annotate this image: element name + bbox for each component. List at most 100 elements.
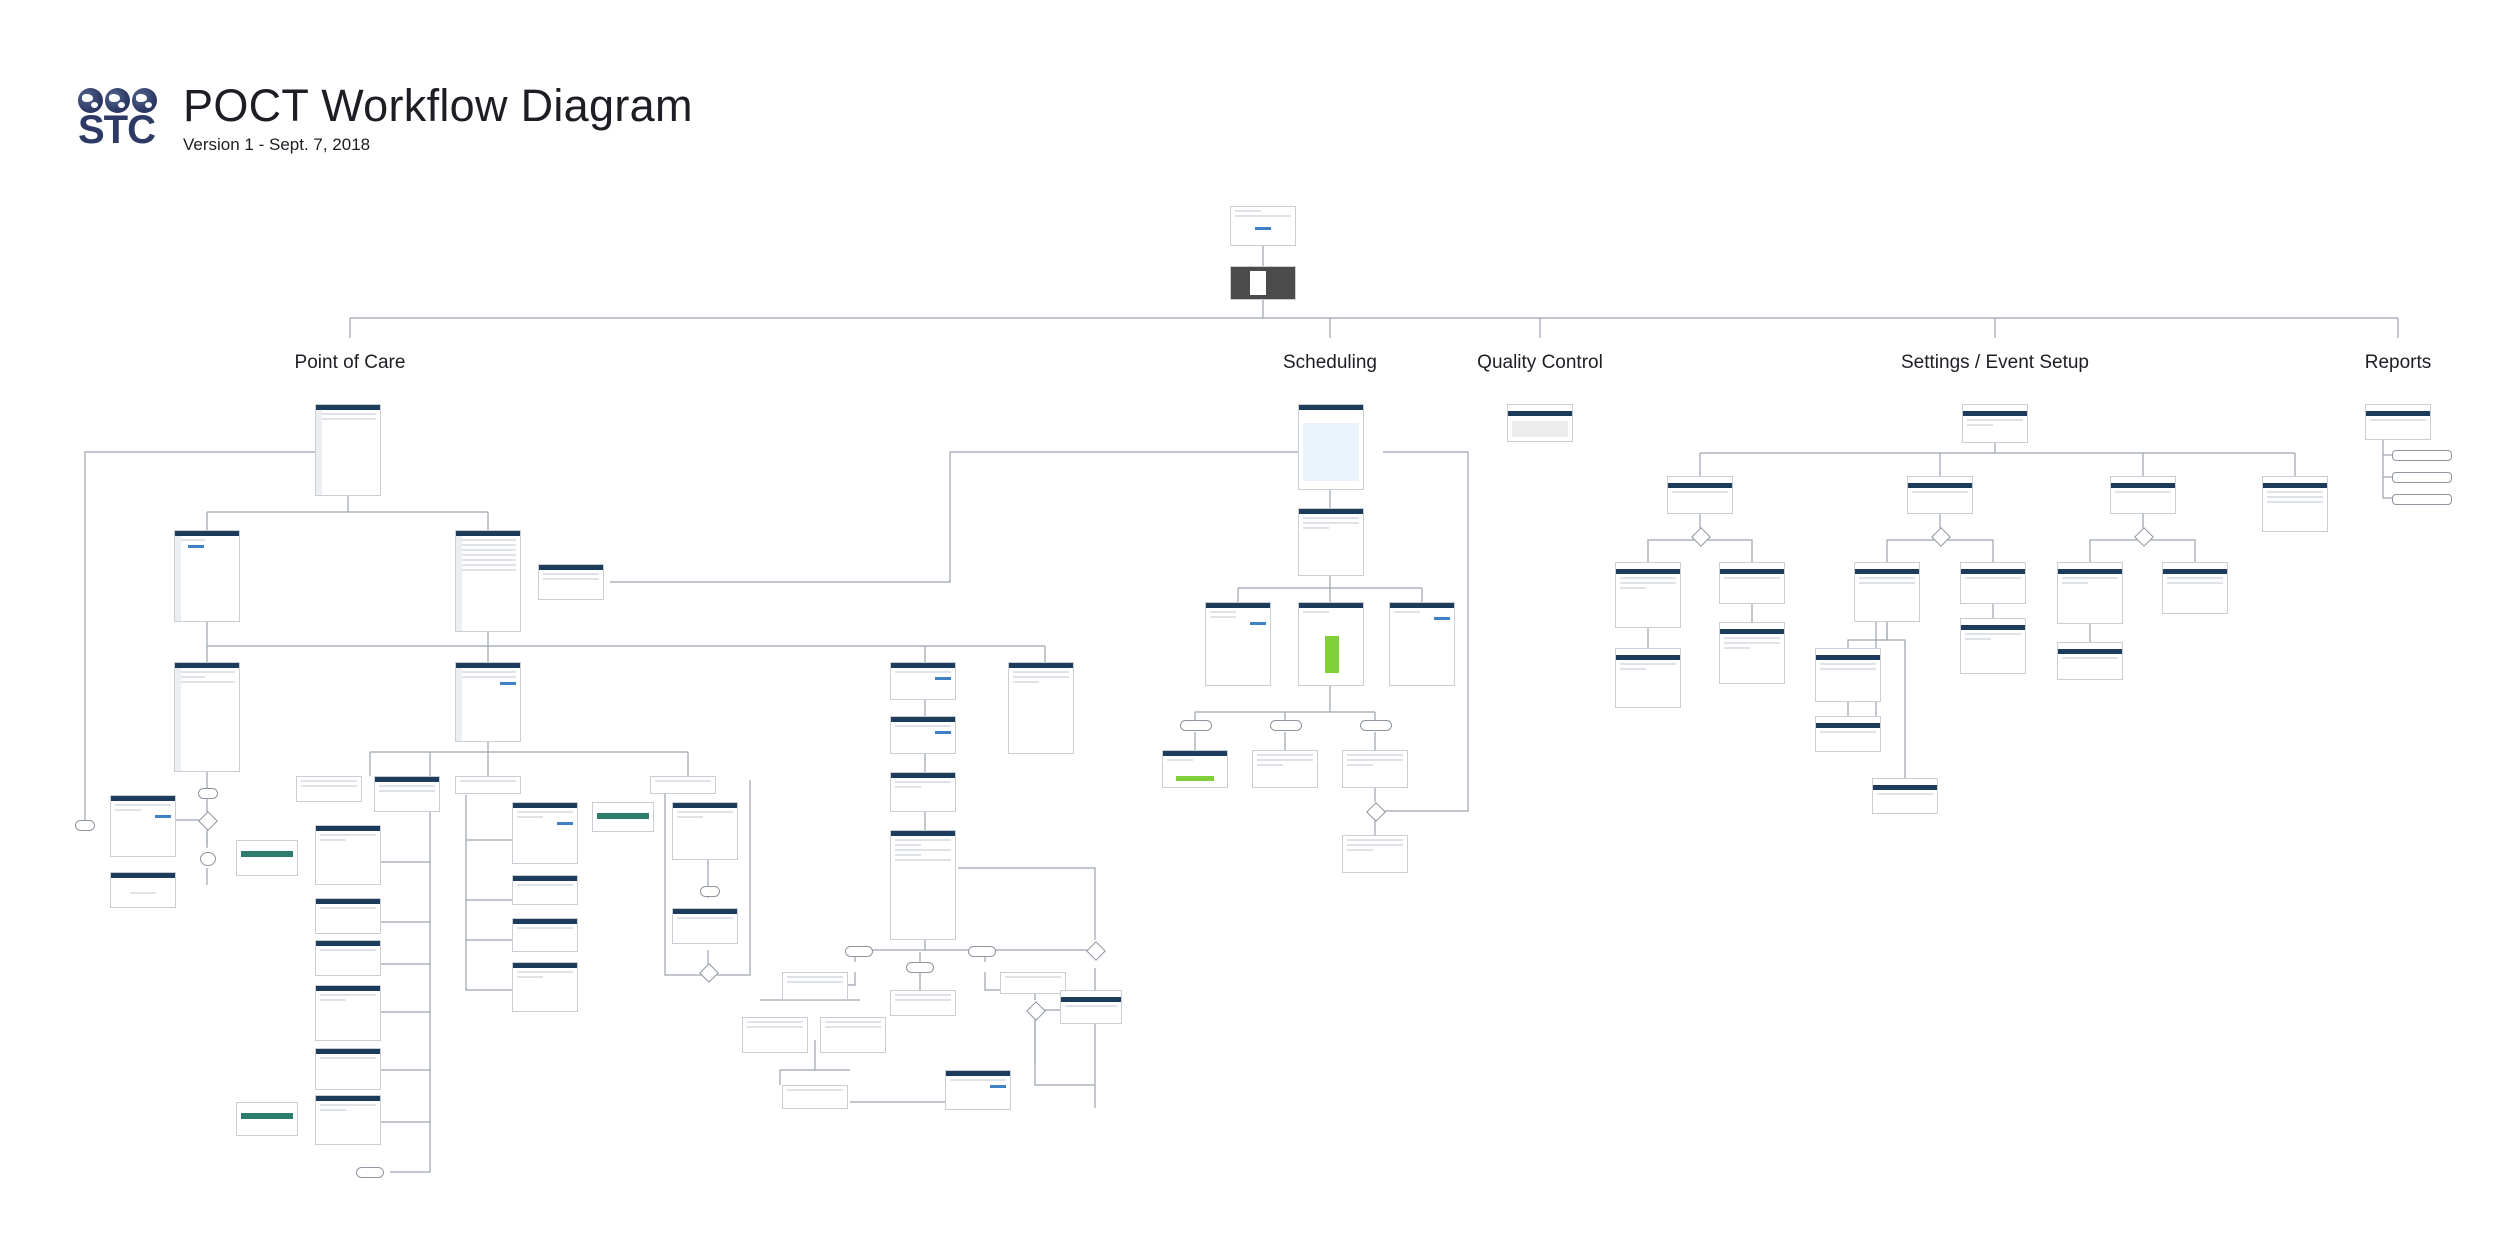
flow-oval (700, 886, 720, 897)
sched-final-thumbnail (1342, 835, 1408, 873)
qc-screen-thumbnail (1507, 404, 1573, 442)
choice-oval (968, 946, 996, 957)
sched-option-3-thumbnail (1389, 602, 1455, 686)
end-circle (200, 852, 216, 866)
decision-diamond (1691, 527, 1711, 547)
sched-option-1-thumbnail (1205, 602, 1271, 686)
settings-events-thumbnail (1667, 476, 1733, 514)
poc-alert-2-thumbnail (236, 1102, 298, 1136)
poc-confirm-screen-thumbnail (110, 795, 176, 857)
settings-events-list-thumbnail (1615, 562, 1681, 628)
settings-inventory-edit-thumbnail (2057, 642, 2123, 680)
poc-patient-preview-thumbnail (538, 564, 604, 600)
choice-oval (845, 946, 873, 957)
settings-locations-sub-thumbnail (1815, 716, 1881, 752)
reg-detail-screen-thumbnail (1008, 662, 1074, 754)
choice-oval (1270, 720, 1302, 731)
poc-screen-a-thumbnail (315, 825, 381, 885)
connector (390, 812, 431, 1173)
globe-icon (78, 88, 103, 113)
login-screen-thumbnail (1230, 206, 1296, 246)
settings-inventory-new-thumbnail (2162, 562, 2228, 614)
section-label-reports: Reports (2364, 352, 2432, 373)
poc-eligibility-thumbnail (650, 776, 716, 794)
report-link-button[interactable] (2392, 494, 2452, 505)
settings-home-thumbnail (1962, 404, 2028, 443)
choice-oval (1180, 720, 1212, 731)
reg-form-screen-thumbnail (890, 830, 956, 940)
poc-new-patient-screen-thumbnail (174, 530, 240, 622)
poc-patient-list-screen-thumbnail (455, 530, 521, 632)
decision-diamond (2134, 527, 2154, 547)
connector (1034, 1018, 1095, 1086)
home-screen-thumbnail (1230, 266, 1296, 300)
globe-icon (105, 88, 130, 113)
choice-oval (906, 962, 934, 973)
reg-result-6-thumbnail (782, 1085, 848, 1109)
reg-screen-1-thumbnail (890, 662, 956, 700)
settings-inventory-list-thumbnail (2057, 562, 2123, 624)
flow-oval (198, 788, 218, 799)
section-label-point-of-care: Point of Care (294, 352, 406, 373)
poc-screen-d-thumbnail (315, 985, 381, 1041)
end-oval (356, 1167, 384, 1178)
reg-screen-3-thumbnail (890, 772, 956, 812)
connector (1886, 622, 1906, 778)
sched-calendar-screen-thumbnail (1298, 404, 1364, 490)
decision-diamond (699, 963, 719, 983)
reg-result-5-thumbnail (820, 1017, 886, 1053)
reg-result-4-thumbnail (742, 1017, 808, 1053)
poc-search-screen-thumbnail (315, 404, 381, 496)
connector (958, 867, 1096, 940)
section-label-quality-control: Quality Control (1477, 352, 1603, 373)
sched-confirm-1-thumbnail (1162, 750, 1228, 788)
logo-text: STC (78, 108, 156, 152)
reg-result-2-thumbnail (890, 990, 956, 1016)
poc-screen-e-thumbnail (315, 1048, 381, 1090)
poc-admin-screen-thumbnail (672, 802, 738, 860)
poc-tabs-thumbnail (455, 776, 521, 794)
poc-success-screen-thumbnail (110, 872, 176, 908)
settings-events-detail-thumbnail (1719, 622, 1785, 684)
poc-screen-c-thumbnail (315, 940, 381, 976)
globe-icon (132, 88, 157, 113)
page-title: POCT Workflow Diagram (183, 80, 693, 131)
reg-screen-2-thumbnail (890, 716, 956, 754)
start-oval (75, 820, 95, 831)
settings-locations-new-thumbnail (1960, 562, 2026, 604)
section-label-scheduling: Scheduling (1282, 352, 1378, 373)
report-link-button[interactable] (2392, 450, 2452, 461)
choice-oval (1360, 720, 1392, 731)
poc-patient-detail-screen-thumbnail (455, 662, 521, 742)
decision-diamond (198, 811, 218, 831)
settings-locations-final-thumbnail (1872, 778, 1938, 814)
decision-diamond (1931, 527, 1951, 547)
poc-vaccine-thumbnail (374, 776, 440, 812)
section-label-settings-event-setup: Settings / Event Setup (1900, 352, 2090, 373)
settings-events-new-thumbnail (1719, 562, 1785, 604)
poc-patient-form-screen-thumbnail (174, 662, 240, 772)
poc-alert-3-thumbnail (592, 802, 654, 832)
reg-result-7-thumbnail (945, 1070, 1011, 1110)
poc-dose-3-thumbnail (512, 918, 578, 952)
connector (2382, 440, 2392, 499)
reports-screen-thumbnail (2365, 404, 2431, 440)
poc-screen-f-thumbnail (315, 1095, 381, 1145)
sched-option-2-thumbnail (1298, 602, 1364, 686)
reg-result-1-thumbnail (782, 972, 848, 1000)
sched-confirm-3-thumbnail (1342, 750, 1408, 788)
sched-confirm-2-thumbnail (1252, 750, 1318, 788)
stc-logo: STC (78, 88, 158, 152)
reg-result-3-thumbnail (1000, 972, 1066, 994)
decision-diamond (1026, 1001, 1046, 1021)
settings-locations-list-thumbnail (1854, 562, 1920, 622)
poc-dose-2-thumbnail (512, 875, 578, 905)
report-link-button[interactable] (2392, 472, 2452, 483)
settings-inventory-thumbnail (2110, 476, 2176, 514)
page-subtitle: Version 1 - Sept. 7, 2018 (183, 135, 371, 154)
decision-diamond (1086, 941, 1106, 961)
poc-dose-4-thumbnail (512, 962, 578, 1012)
settings-locations-detail-thumbnail (1960, 618, 2026, 674)
connector (610, 451, 1298, 583)
decision-diamond (1366, 802, 1386, 822)
